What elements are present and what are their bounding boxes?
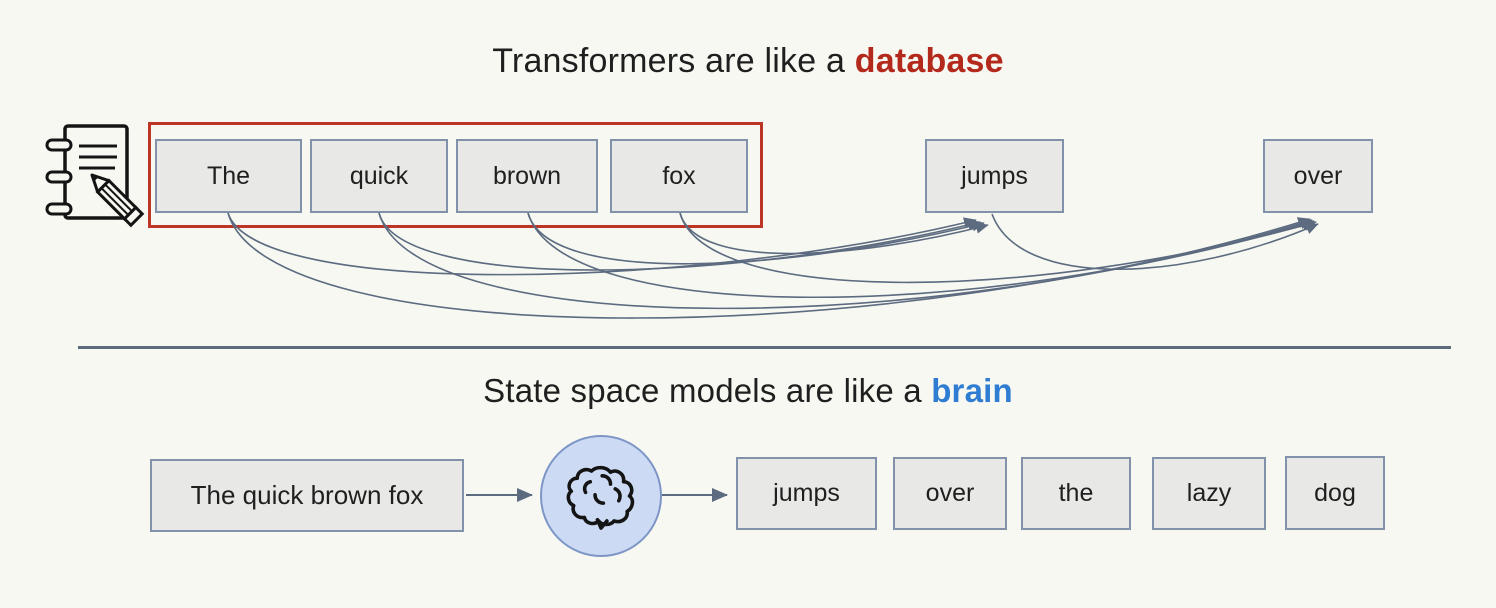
bottom-title: State space models are like a brain [0,372,1496,410]
brain-icon [566,465,635,530]
token-label: over [925,479,975,507]
token-label: jumps [773,479,840,507]
token-label: lazy [1186,479,1232,507]
section-divider [78,346,1451,349]
token-label: brown [492,161,562,190]
top-title: Transformers are like a database [0,42,1496,81]
token-box-quick: quick [310,139,448,213]
token-label: jumps [961,161,1028,190]
pencil-icon [90,173,145,228]
token-label: dog [1314,478,1356,507]
token-box-the-bottom: the [1021,457,1131,530]
token-box-jumps-top: jumps [925,139,1064,213]
input-sentence-label: The quick brown fox [190,480,424,510]
token-box-brown: brown [456,139,598,213]
top-title-prefix: Transformers are like a [492,42,855,80]
token-label: The [206,161,251,190]
token-box-dog: dog [1285,456,1385,530]
token-label: over [1293,161,1343,190]
arrow-the-to-over [227,212,1311,319]
token-box-jumps-bottom: jumps [736,457,877,530]
token-box-over-bottom: over [893,457,1007,530]
top-title-highlight: database [854,42,1004,80]
token-box-the: The [155,139,302,213]
bottom-title-prefix: State space models are like a [483,372,932,409]
token-label: fox [662,161,696,190]
notebook-pencil-icon [45,124,145,228]
brain-state-node [540,435,662,557]
arrow-jumps-to-over [991,213,1319,271]
arrow-fox-to-over [679,212,1317,284]
token-box-fox: fox [610,139,748,213]
token-label: the [1058,479,1094,507]
input-sentence-box: The quick brown fox [150,459,464,532]
token-label: quick [349,161,409,190]
token-box-lazy: lazy [1152,457,1266,530]
bottom-title-highlight: brain [931,372,1013,409]
token-box-over-top: over [1263,139,1373,213]
